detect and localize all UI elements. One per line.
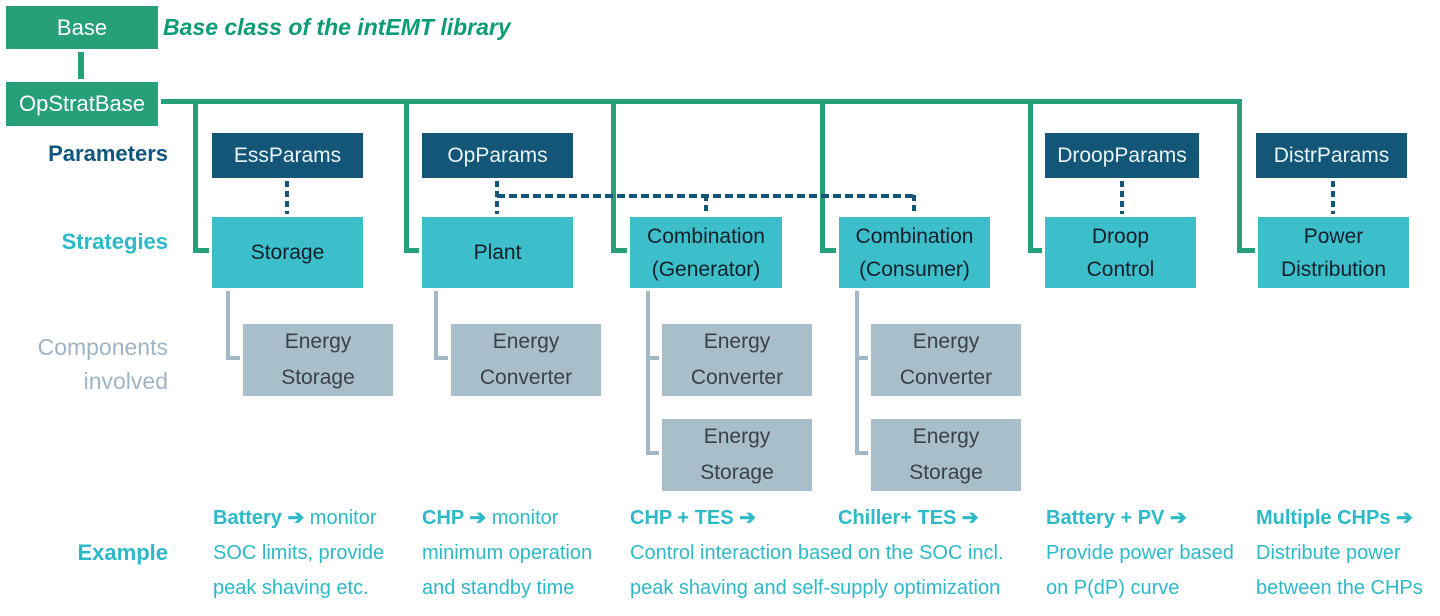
example-battery-line3: peak shaving etc. <box>213 577 369 599</box>
connector-col3-elbow <box>611 248 627 253</box>
dashed-connector-essparams-storage <box>285 181 289 214</box>
dashed-connector-drop-generator <box>704 195 708 214</box>
connector-consumer-elbow-1 <box>855 356 868 360</box>
example-chp-tes: CHP + TES ➔ <box>630 501 756 536</box>
example-combination-line1: Control interaction based on the SOC inc… <box>630 542 1004 564</box>
example-battery-pv-bold: Battery + PV ➔ <box>1046 507 1187 529</box>
component-energy-storage-col1: Energy Storage <box>240 321 396 399</box>
example-battery-bold: Battery ➔ <box>213 507 305 529</box>
connector-base-opstrat <box>78 52 84 79</box>
essparams-box: EssParams <box>209 130 366 181</box>
component-energy-converter-col2: Energy Converter <box>448 321 604 399</box>
droopparams-box: DroopParams <box>1042 130 1202 181</box>
example-chp-bold: CHP ➔ <box>422 507 487 529</box>
row-label-parameters: Parameters <box>48 141 168 166</box>
connector-col2-vertical <box>404 99 409 253</box>
connector-col6-vertical <box>1237 99 1242 253</box>
connector-main-horizontal <box>161 99 1242 104</box>
example-multiple-chps-line3: between the CHPs <box>1256 577 1423 599</box>
dashed-connector-distrparams-power <box>1331 181 1335 214</box>
example-chiller-tes: Chiller+ TES ➔ <box>838 501 979 536</box>
example-multiple-chps-bold: Multiple CHPs ➔ <box>1256 507 1413 529</box>
distrparams-box: DistrParams <box>1253 130 1410 181</box>
connector-col2-elbow <box>404 248 420 253</box>
example-battery: Battery ➔ monitor SOC limits, provide pe… <box>213 501 384 606</box>
base-class-box: Base <box>3 3 161 52</box>
example-multiple-chps-line2: Distribute power <box>1256 542 1401 564</box>
dashed-connector-droopparams-droop <box>1120 181 1124 214</box>
example-chp-rest: monitor <box>486 507 559 529</box>
example-battery-line2: SOC limits, provide <box>213 542 385 564</box>
component-energy-converter-col4: Energy Converter <box>868 321 1024 399</box>
opparams-box: OpParams <box>419 130 576 181</box>
connector-col5-elbow <box>1028 248 1042 253</box>
connector-col1-vertical <box>193 99 198 253</box>
connector-col4-vertical <box>820 99 825 253</box>
row-label-components-line2: involved <box>83 368 168 394</box>
example-battery-rest: monitor <box>304 507 377 529</box>
row-label-example: Example <box>77 540 169 565</box>
connector-col6-elbow <box>1237 248 1255 253</box>
connector-storage-elbow <box>226 356 240 360</box>
example-combination-shared: Control interaction based on the SOC inc… <box>630 536 1004 606</box>
connector-consumer-components <box>855 291 859 455</box>
connector-col1-elbow <box>193 248 209 253</box>
example-chp-tes-bold: CHP + TES ➔ <box>630 507 756 529</box>
connector-plant-components <box>434 291 438 360</box>
strategy-combination-generator-box: Combination (Generator) <box>627 214 785 291</box>
example-chp: CHP ➔ monitor minimum operation and stan… <box>422 501 592 606</box>
strategy-storage-box: Storage <box>209 214 366 291</box>
connector-generator-elbow-2 <box>646 451 659 455</box>
connector-col5-vertical <box>1028 99 1033 253</box>
example-battery-pv: Battery + PV ➔ Provide power based on P(… <box>1046 501 1234 606</box>
diagram-title: Base class of the intEMT library <box>163 14 511 40</box>
row-label-strategies: Strategies <box>61 229 168 254</box>
strategy-combination-consumer-box: Combination (Consumer) <box>836 214 993 291</box>
connector-plant-elbow <box>434 356 448 360</box>
example-chp-line3: and standby time <box>422 577 575 599</box>
connector-col3-vertical <box>611 99 616 253</box>
strategy-droop-control-box: Droop Control <box>1042 214 1199 291</box>
strategy-plant-box: Plant <box>419 214 576 291</box>
example-combination-line2: peak shaving and self-supply optimizatio… <box>630 577 1001 599</box>
connector-col4-elbow <box>820 248 836 253</box>
component-energy-converter-col3: Energy Converter <box>659 321 815 399</box>
strategy-power-distribution-box: Power Distribution <box>1255 214 1412 291</box>
example-chp-line2: minimum operation <box>422 542 593 564</box>
connector-storage-components <box>226 291 230 360</box>
example-multiple-chps: Multiple CHPs ➔ Distribute power between… <box>1256 501 1423 606</box>
row-label-components: Components involved <box>0 330 168 398</box>
example-chiller-tes-bold: Chiller+ TES ➔ <box>838 507 979 529</box>
connector-generator-elbow-1 <box>646 356 659 360</box>
opstratbase-box: OpStratBase <box>3 79 161 129</box>
component-energy-storage-col3: Energy Storage <box>659 416 815 494</box>
dashed-connector-drop-consumer <box>912 195 916 214</box>
connector-generator-components <box>646 291 650 455</box>
example-battery-pv-line3: on P(dP) curve <box>1046 577 1180 599</box>
component-energy-storage-col4: Energy Storage <box>868 416 1024 494</box>
example-battery-pv-line2: Provide power based <box>1046 542 1234 564</box>
row-label-components-line1: Components <box>37 334 168 360</box>
connector-consumer-elbow-2 <box>855 451 868 455</box>
